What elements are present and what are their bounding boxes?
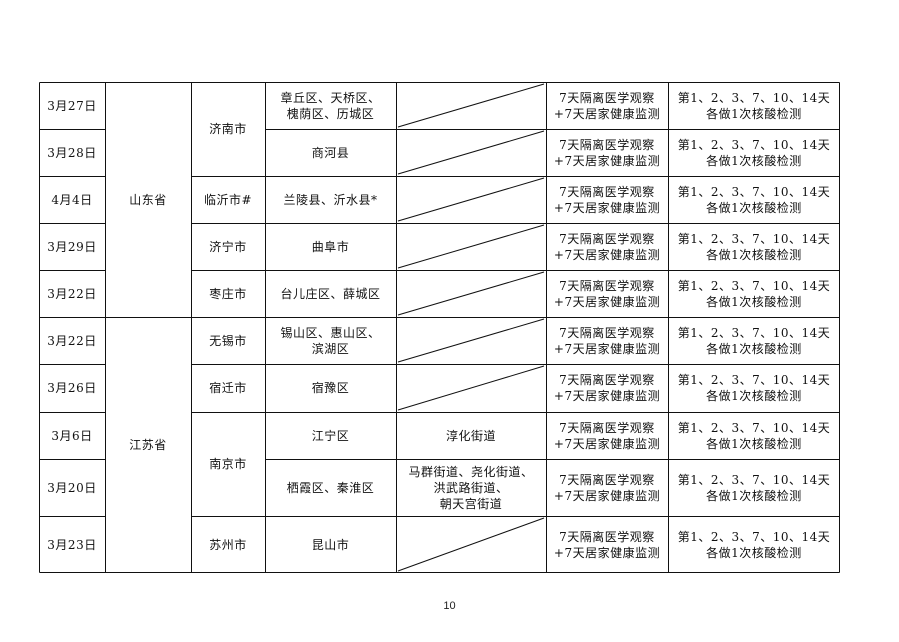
testing-cell: 第1、2、3、7、10、14天 各做1次核酸检测 xyxy=(677,373,831,403)
city-cell: 济南市 xyxy=(209,122,247,136)
date-cell: 3月22日 xyxy=(47,286,97,301)
city-cell: 济宁市 xyxy=(209,239,247,254)
empty-cell-slash xyxy=(397,271,545,316)
district-cell: 昆山市 xyxy=(311,537,350,552)
testing-cell: 第1、2、3、7、10、14天 各做1次核酸检测 xyxy=(677,184,831,215)
date-cell: 3月28日 xyxy=(47,145,97,160)
testing-cell: 第1、2、3、7、10、14天 各做1次核酸检测 xyxy=(677,529,831,560)
control-measure-cell: 7天隔离医学观察 +7天居家健康监测 xyxy=(553,373,661,403)
table-grid xyxy=(39,82,840,573)
district-cell: 台儿庄区、薛城区 xyxy=(280,286,381,301)
district-cell: 曲阜市 xyxy=(311,239,350,254)
control-measure-cell: 7天隔离医学观察 +7天居家健康监测 xyxy=(553,529,661,560)
empty-cell-slash xyxy=(397,83,545,128)
control-measure-cell: 7天隔离医学观察 +7天居家健康监测 xyxy=(553,231,661,262)
district-cell: 商河县 xyxy=(311,145,350,160)
control-measure-cell: 7天隔离医学观察 +7天居家健康监测 xyxy=(553,137,661,168)
city-cell: 临沂市# xyxy=(203,192,253,207)
province-cell: 江苏省 xyxy=(129,438,167,452)
empty-cell-slash xyxy=(397,224,545,269)
date-cell: 3月27日 xyxy=(47,98,97,113)
testing-cell: 第1、2、3、7、10、14天 各做1次核酸检测 xyxy=(677,278,831,309)
page-number: 10 xyxy=(443,600,456,612)
street-cell: 马群街道、尧化街道、 洪武路街道、 朝天宫街道 xyxy=(408,464,534,511)
control-measure-cell: 7天隔离医学观察 +7天居家健康监测 xyxy=(553,90,661,121)
control-measure-cell: 7天隔离医学观察 +7天居家健康监测 xyxy=(553,325,661,356)
city-cell: 南京市 xyxy=(209,457,247,471)
date-cell: 3月22日 xyxy=(47,333,97,348)
district-cell: 锡山区、惠山区、 滨湖区 xyxy=(280,325,381,356)
date-cell: 3月29日 xyxy=(47,239,97,254)
date-cell: 4月4日 xyxy=(51,192,93,207)
empty-cell-slash xyxy=(397,130,545,175)
province-cell: 山东省 xyxy=(129,192,167,207)
district-cell: 兰陵县、沂水县* xyxy=(283,192,378,207)
district-cell: 章丘区、天桥区、 槐荫区、历城区 xyxy=(280,90,381,121)
testing-cell: 第1、2、3、7、10、14天 各做1次核酸检测 xyxy=(677,137,831,168)
district-cell: 宿豫区 xyxy=(311,381,350,395)
control-measure-cell: 7天隔离医学观察 +7天居家健康监测 xyxy=(553,472,661,503)
street-cell: 淳化街道 xyxy=(445,428,496,443)
date-cell: 3月23日 xyxy=(47,537,97,552)
date-cell: 3月20日 xyxy=(47,480,97,495)
empty-cell-slash xyxy=(397,517,545,572)
city-cell: 苏州市 xyxy=(209,537,247,552)
empty-cell-slash xyxy=(397,318,545,363)
control-measure-cell: 7天隔离医学观察 +7天居家健康监测 xyxy=(553,278,661,309)
testing-cell: 第1、2、3、7、10、14天 各做1次核酸检测 xyxy=(677,325,831,356)
date-cell: 3月26日 xyxy=(47,381,97,395)
testing-cell: 第1、2、3、7、10、14天 各做1次核酸检测 xyxy=(677,420,831,451)
city-cell: 枣庄市 xyxy=(209,286,247,301)
control-measure-cell: 7天隔离医学观察 +7天居家健康监测 xyxy=(553,420,661,451)
testing-cell: 第1、2、3、7、10、14天 各做1次核酸检测 xyxy=(677,231,831,262)
district-cell: 栖霞区、秦淮区 xyxy=(286,480,375,495)
empty-cell-slash xyxy=(397,365,545,411)
date-cell: 3月6日 xyxy=(51,428,93,443)
testing-cell: 第1、2、3、7、10、14天 各做1次核酸检测 xyxy=(677,90,831,121)
district-cell: 江宁区 xyxy=(311,428,350,443)
testing-cell: 第1、2、3、7、10、14天 各做1次核酸检测 xyxy=(677,472,831,503)
empty-cell-slash xyxy=(397,177,545,222)
control-measure-cell: 7天隔离医学观察 +7天居家健康监测 xyxy=(553,184,661,215)
city-cell: 无锡市 xyxy=(209,333,247,348)
city-cell: 宿迁市 xyxy=(209,381,247,395)
